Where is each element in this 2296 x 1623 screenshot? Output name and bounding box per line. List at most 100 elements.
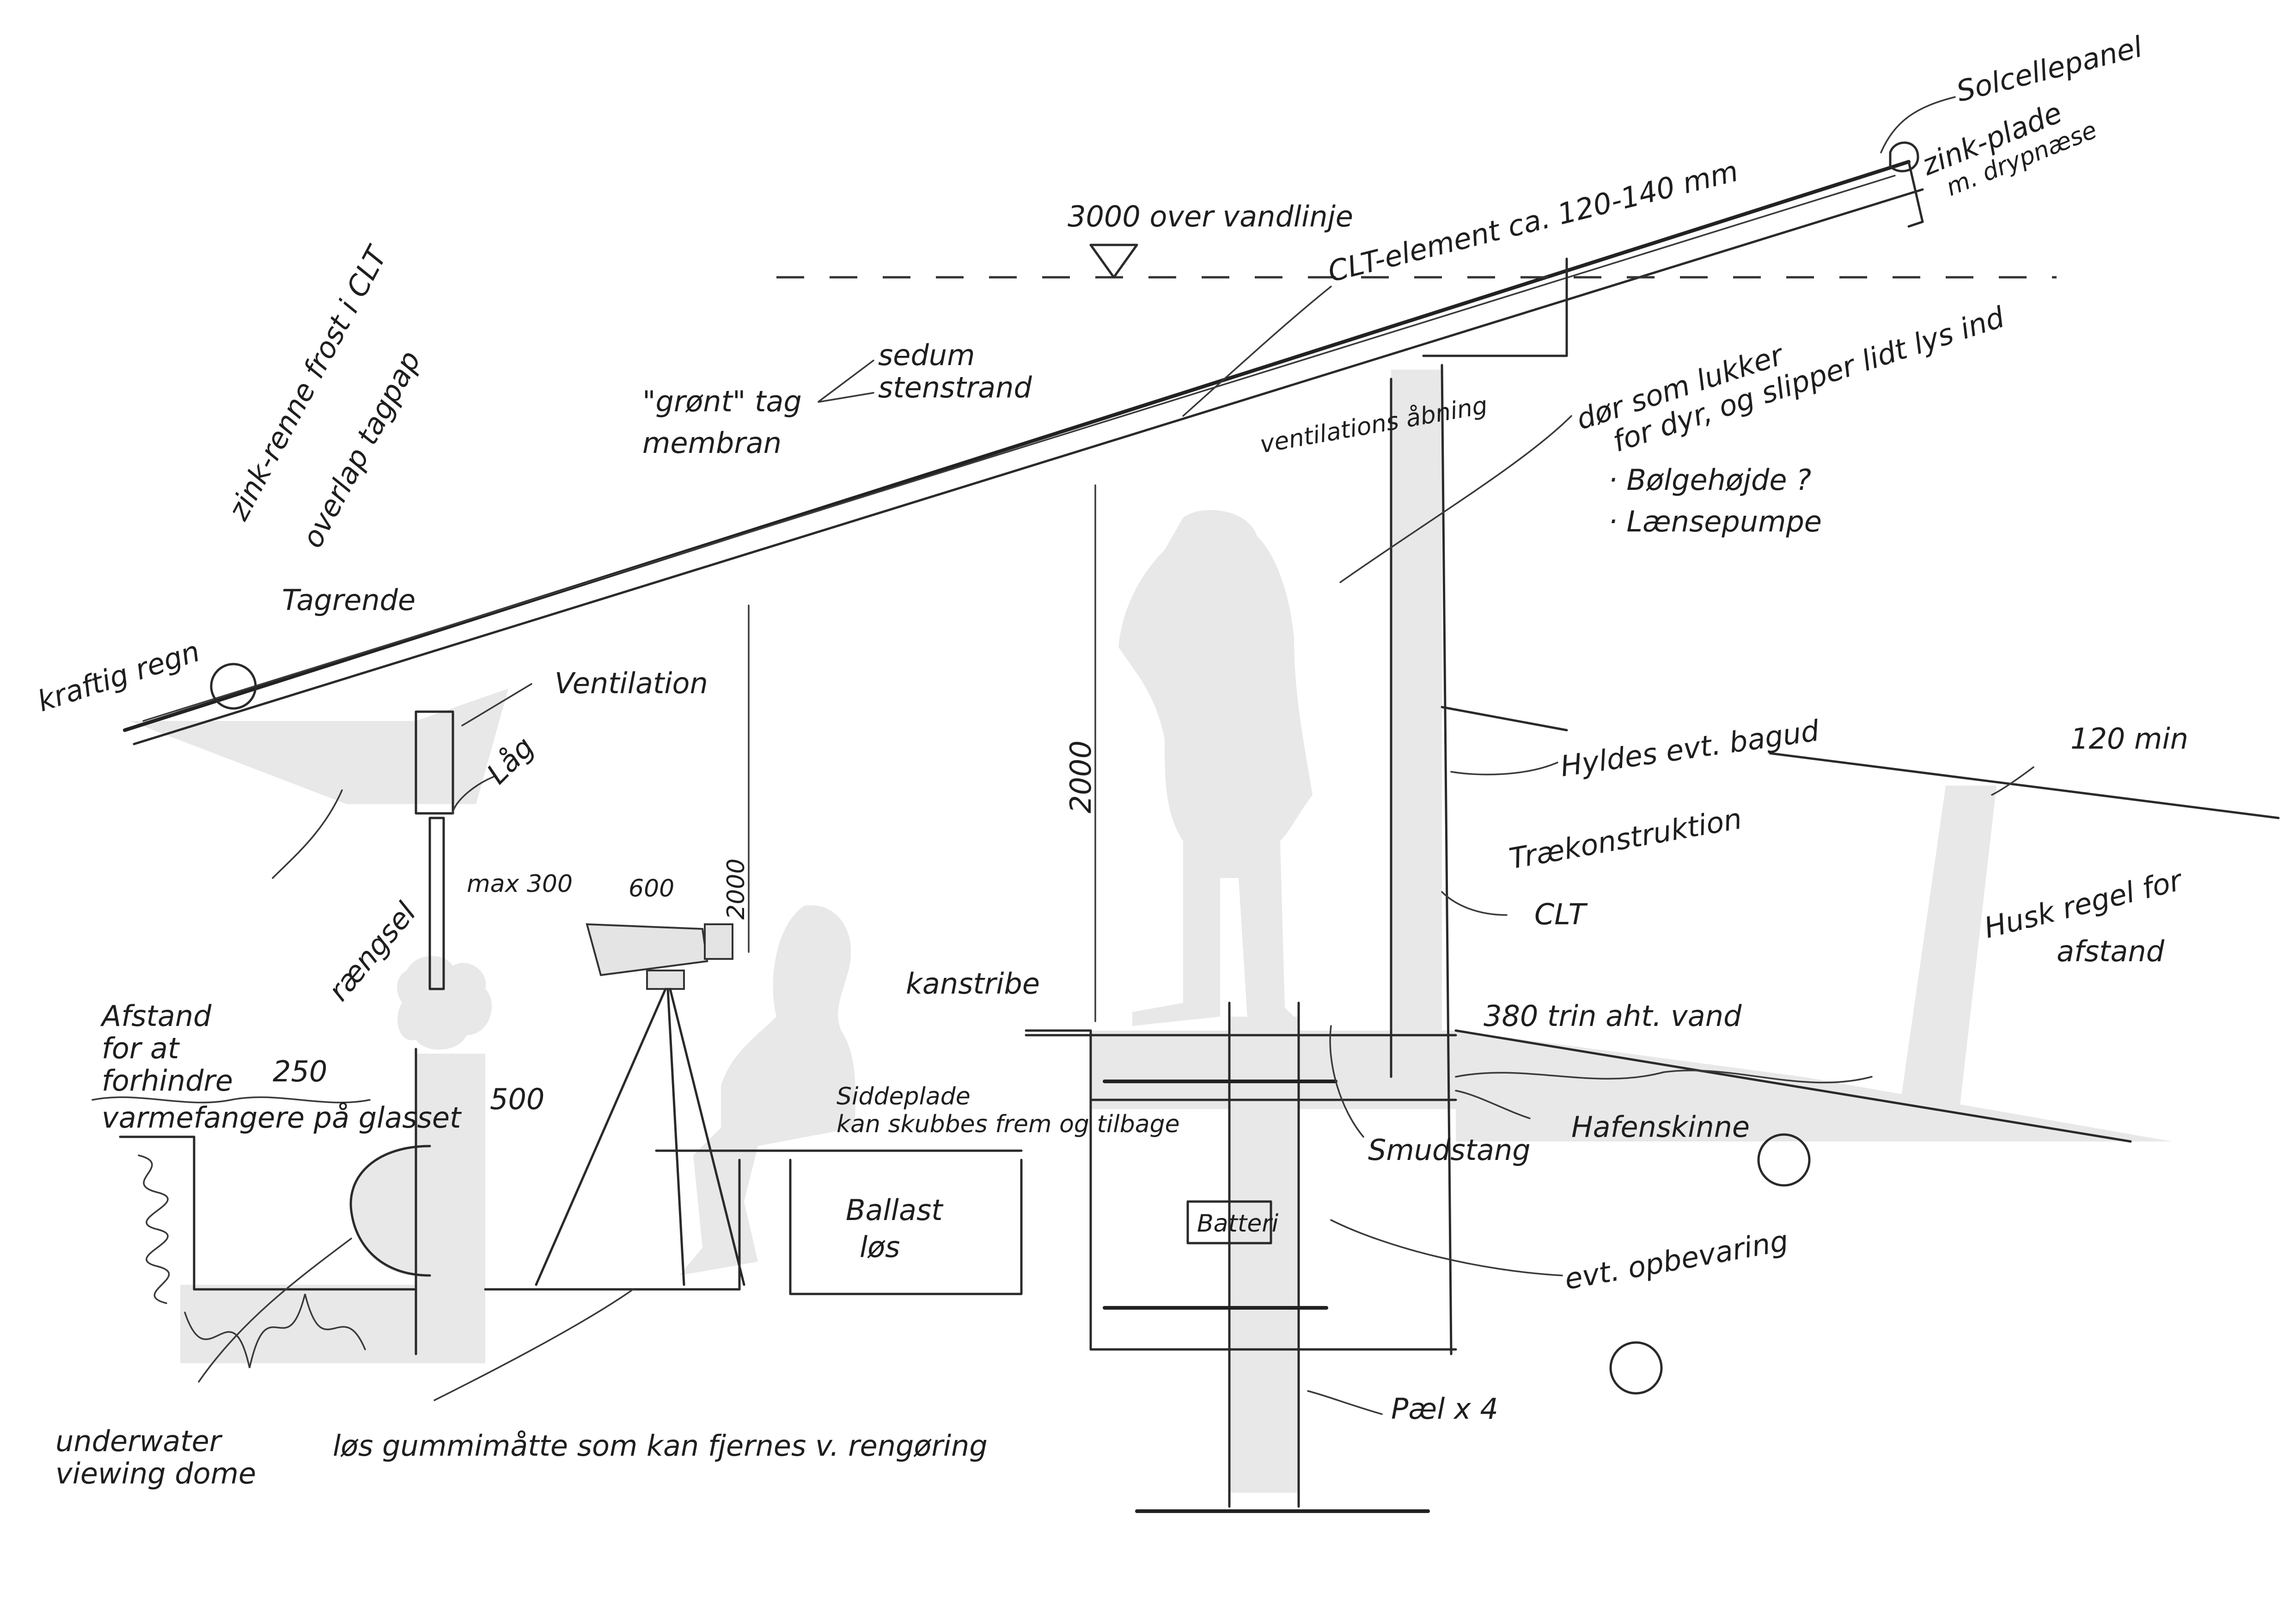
label-clt-element: CLT-element ca. 120-140 mm — [1325, 154, 1741, 288]
label-hafenskinne: Hafenskinne — [1571, 1110, 1750, 1144]
waterline-marker — [1089, 244, 1138, 279]
tripod-leg-right — [669, 988, 745, 1286]
label-dim-2000-b: 2000 — [1064, 740, 1098, 813]
label-clt: CLT — [1534, 897, 1588, 931]
shelf-line — [1441, 706, 1568, 732]
mooring-ring-bottom — [1609, 1341, 1663, 1395]
ballast-box — [789, 1159, 1023, 1295]
leader-clt — [1182, 286, 1332, 417]
roof-top-line — [123, 160, 1911, 732]
mooring-ring-right — [1757, 1133, 1811, 1187]
pile-fill — [1229, 1017, 1299, 1493]
label-gummimatte: løs gummimåtte som kan fjernes v. rengør… — [333, 1429, 988, 1463]
tripod-leg-center — [666, 988, 685, 1286]
label-afstand-for-at: Afstand — [100, 999, 212, 1033]
leader-opbevaring — [1330, 1219, 1563, 1276]
label-laensepumpe: · Lænsepumpe — [1608, 505, 1822, 538]
label-opbevaring: evt. opbevaring — [1562, 1224, 1791, 1296]
left-hull-box — [119, 1135, 417, 1291]
gutter-circle — [210, 663, 257, 710]
leader-hyldes — [1450, 762, 1558, 775]
label-zink-renne: zink-renne frost i CLT — [221, 240, 395, 526]
leader-solar — [1880, 96, 1956, 153]
label-for-at: for at — [102, 1031, 180, 1065]
label-kan-skubbes: kan skubbes frem og tilbage — [837, 1110, 1180, 1138]
label-smudstang: Smudstang — [1368, 1133, 1531, 1167]
ground-slope-line — [1454, 1029, 2132, 1143]
label-kraftig-regn: kraftig regn — [33, 634, 204, 718]
retaining-post — [1899, 786, 1997, 1109]
tripod-leg-left — [535, 988, 667, 1286]
label-250: 250 — [273, 1055, 327, 1088]
roof-bottom-line — [133, 188, 1924, 745]
water-wave — [92, 1096, 371, 1104]
underwater-squiggle — [138, 1154, 170, 1304]
label-ventilation-aabning: ventilations åbning — [1258, 391, 1490, 459]
telescope-body — [586, 923, 708, 976]
railing-bush — [397, 956, 492, 1050]
label-varmefangere: varmefangere på glasset — [102, 1101, 462, 1135]
label-los: løs — [860, 1230, 900, 1264]
label-kanstribe: kanstribe — [906, 967, 1040, 1001]
water-wave-right — [1455, 1069, 1873, 1084]
label-batteri: Batteri — [1197, 1210, 1279, 1238]
leader-trae — [1441, 891, 1508, 916]
label-hyldes: Hyldes evt. bagud — [1558, 714, 1821, 783]
viewing-dome-fill — [351, 1146, 430, 1275]
roof-underside-fill — [129, 689, 508, 804]
telescope-eyepiece — [704, 923, 733, 960]
leader-laag — [452, 775, 495, 814]
left-wall-post — [428, 817, 445, 990]
leader-dome — [198, 1238, 352, 1383]
label-afstand: afstand — [2057, 934, 2165, 968]
floor-right-step — [1025, 1029, 1457, 1351]
telescope-mount — [646, 970, 685, 990]
roof-ventilation-pipe — [1422, 257, 1568, 357]
label-ventilation: Ventilation — [555, 666, 708, 700]
solar-panel-ring — [1889, 141, 1919, 172]
label-stenstrand: stenstrand — [878, 371, 1032, 404]
leader-gummi — [434, 1288, 634, 1401]
leader-fluenet — [272, 789, 343, 879]
standing-person-silhouette — [1118, 510, 1313, 1026]
underwater-squiggle-bottom — [184, 1294, 366, 1368]
leader-ventilation — [461, 683, 532, 726]
label-hush-regel: Husk regel for — [1981, 863, 2186, 945]
label-poel: Pæl x 4 — [1391, 1392, 1498, 1426]
leader-sedum — [817, 360, 874, 403]
label-600: 600 — [629, 875, 674, 903]
label-dim-2000-a: 2000 — [722, 859, 750, 920]
label-siddeplade: Siddeplade — [837, 1083, 971, 1110]
label-boelgehoejde: · Bølgehøjde ? — [1608, 463, 1811, 497]
floor-slab-fill — [180, 1285, 485, 1363]
label-vandlinje: 3000 over vandlinje — [1068, 200, 1353, 233]
left-hull-fill — [416, 1054, 485, 1285]
leader-smud — [1329, 1025, 1364, 1138]
upper-slope-line — [1769, 752, 2280, 819]
viewing-dome-outline — [349, 1145, 431, 1277]
label-120min: 120 min — [2070, 722, 2188, 756]
leader-dor — [1339, 415, 1572, 583]
roof-end-cap — [1907, 160, 1924, 228]
label-tagrende: Tagrende — [282, 583, 415, 617]
leader-120 — [1991, 766, 2034, 796]
label-forhindre: forhindre — [102, 1064, 233, 1098]
label-solcellepanel: Solcellepanel — [1953, 30, 2146, 108]
label-max300: max 300 — [467, 870, 573, 898]
seated-person-silhouette — [679, 905, 856, 1275]
label-groent-tag: "grønt" tag — [642, 384, 802, 418]
battery-box — [1186, 1200, 1272, 1245]
clt-column — [1391, 370, 1442, 1031]
leader-poel — [1307, 1390, 1383, 1415]
slope-ground-fill — [1456, 1031, 2172, 1141]
label-500: 500 — [490, 1082, 544, 1116]
label-underwater: underwater — [55, 1424, 223, 1458]
clt-column-right-edge — [1441, 364, 1453, 1355]
label-traekonstruktion: Trækonstruktion — [1507, 801, 1744, 875]
roof-membrane-line — [142, 175, 1896, 722]
leader-hafen — [1455, 1090, 1531, 1119]
label-380: 380 trin aht. vand — [1484, 999, 1742, 1033]
label-ballast: Ballast — [846, 1193, 944, 1227]
label-membran: membran — [642, 426, 782, 460]
